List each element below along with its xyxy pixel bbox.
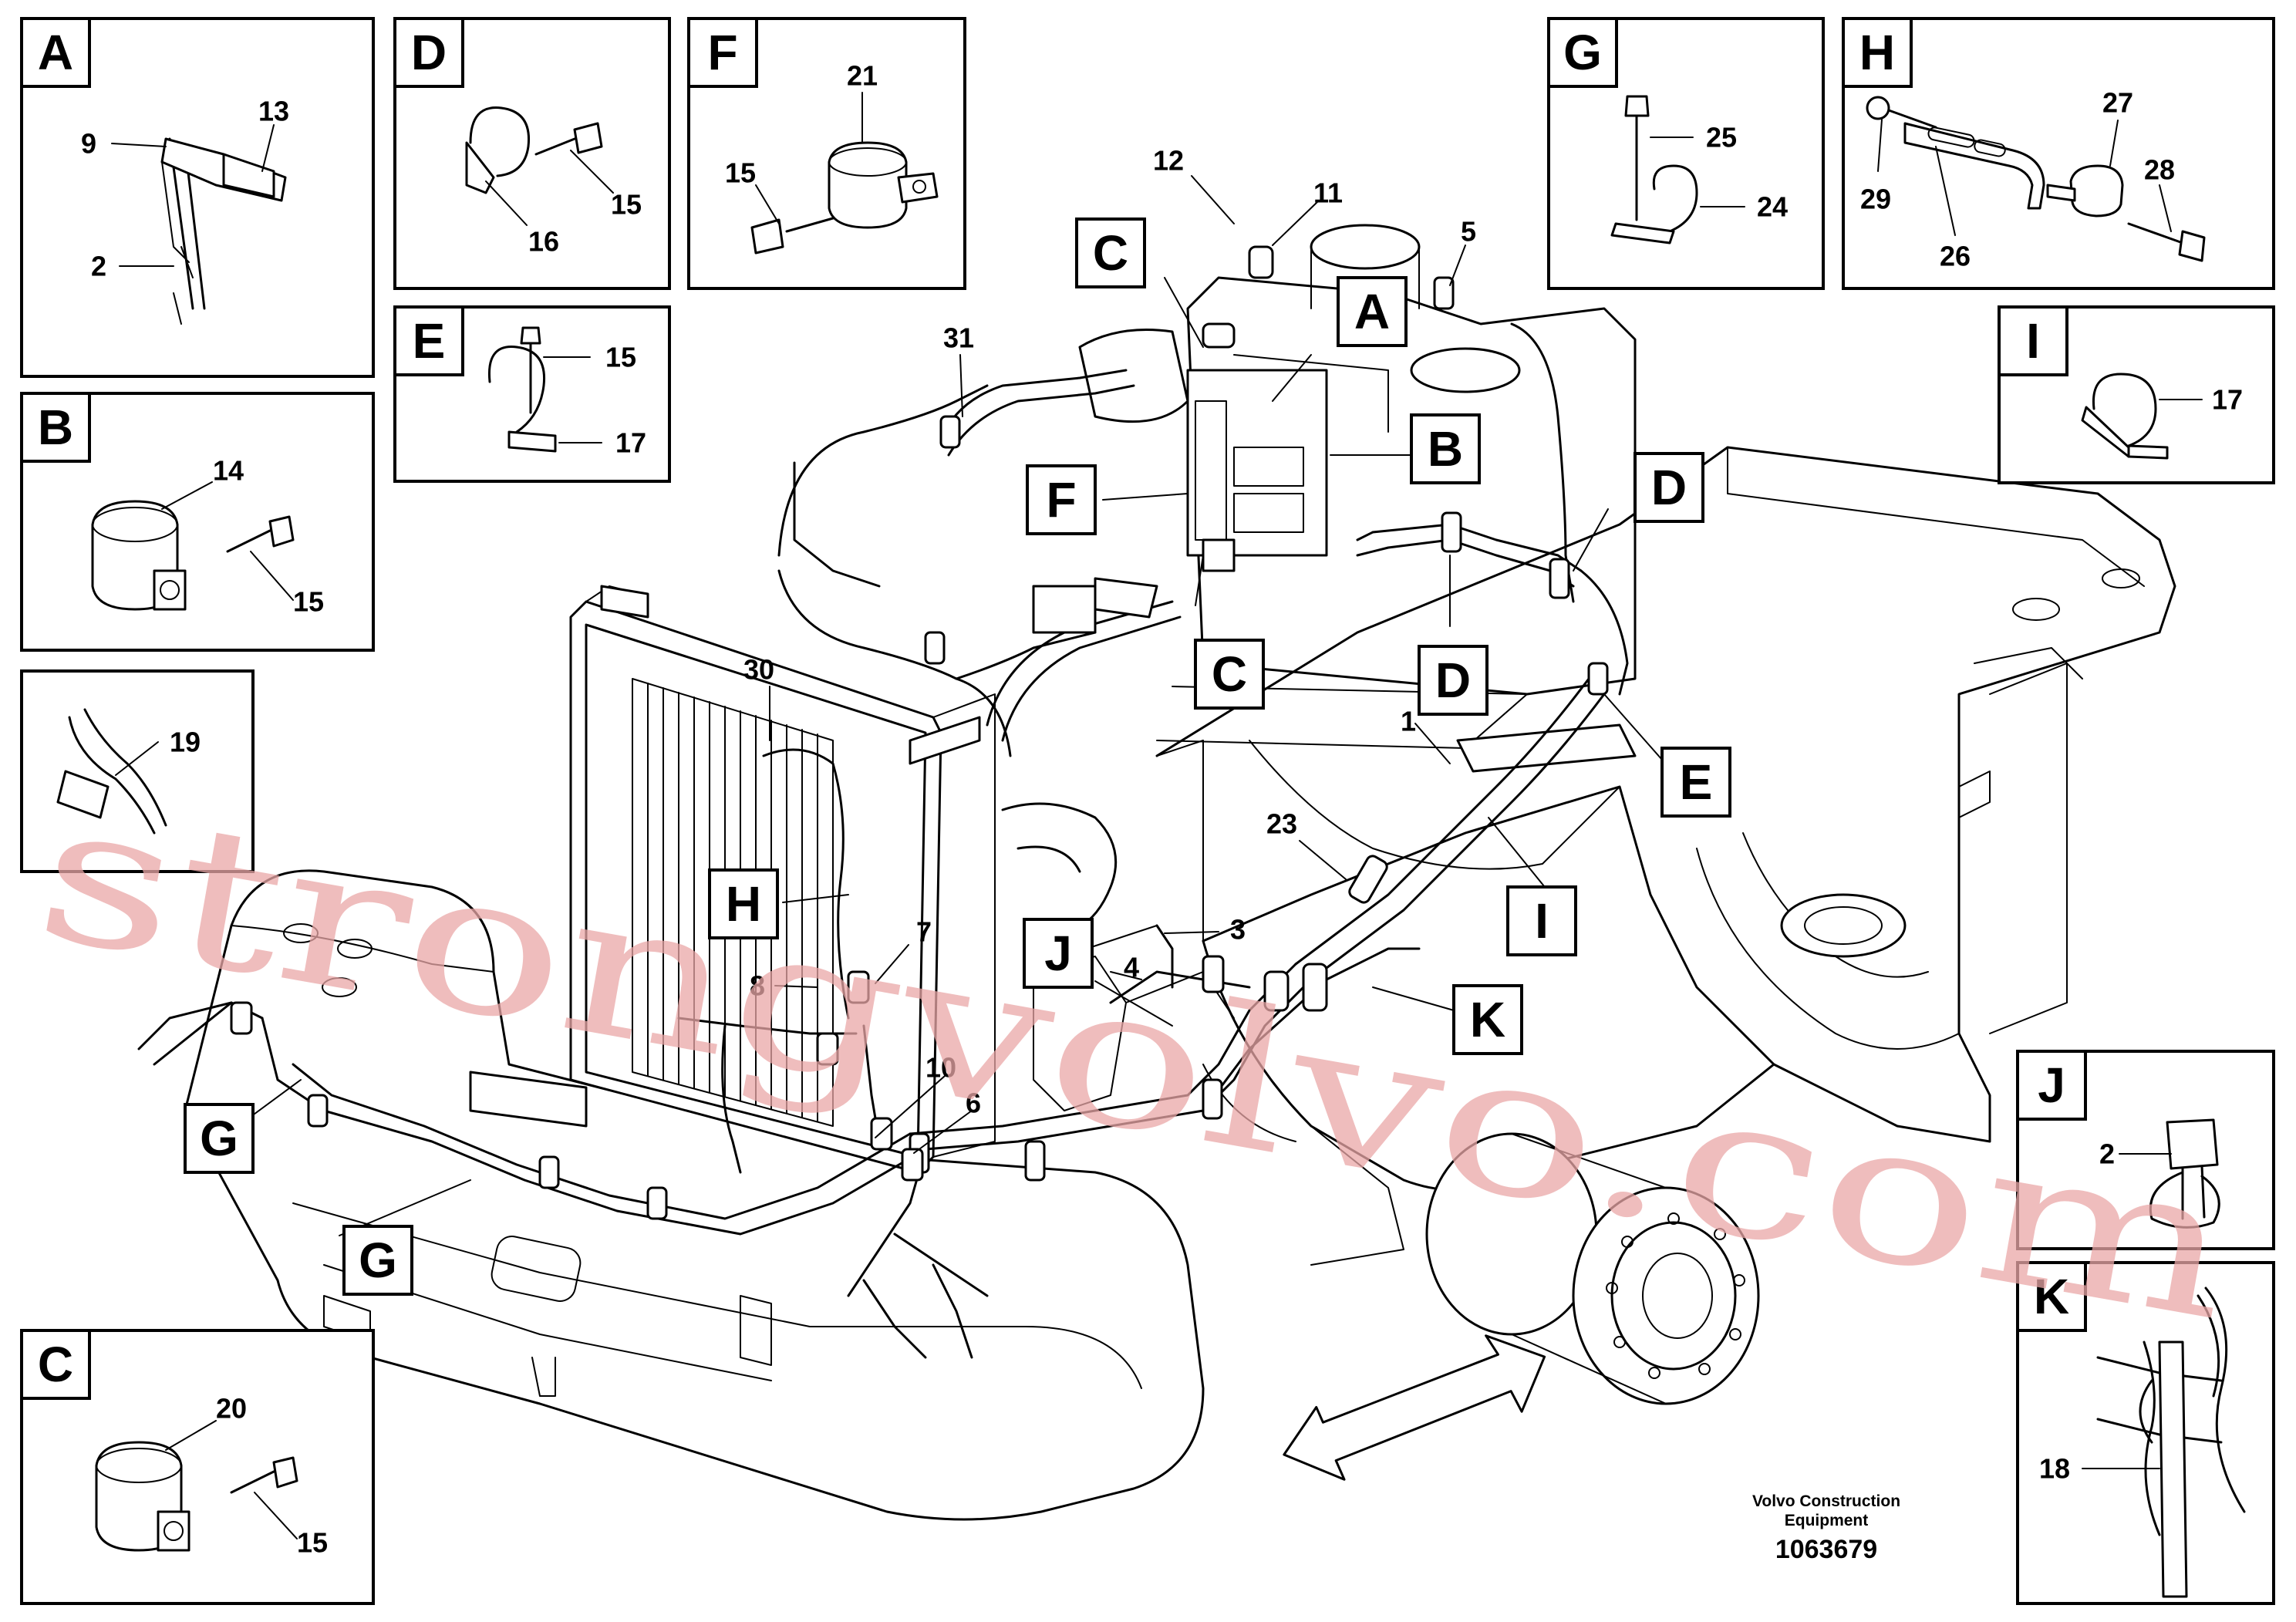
svg-text:A: A xyxy=(1354,284,1390,339)
callout-letter-d-lower: D xyxy=(1418,645,1489,716)
svg-text:H: H xyxy=(726,876,761,932)
part-number: 18 xyxy=(2039,1453,2070,1485)
panel-letter: H xyxy=(1859,25,1895,80)
part-number: 2 xyxy=(91,251,106,282)
callout-letter-g-left: G xyxy=(184,1103,255,1174)
panel-letter: I xyxy=(2026,313,2040,369)
company-name-line2: Equipment xyxy=(1785,1512,1869,1529)
part-number: 26 xyxy=(1940,241,1971,272)
part-number: 15 xyxy=(297,1527,328,1559)
detail-panel-g: G 25 24 xyxy=(1547,17,1825,290)
callout-number: 6 xyxy=(966,1088,981,1119)
part-number: 20 xyxy=(216,1393,247,1425)
number-leader-lines xyxy=(769,175,1466,1154)
callout-number: 31 xyxy=(943,322,974,354)
wiring-harness xyxy=(137,322,1629,1359)
part-number: 2 xyxy=(2099,1138,2115,1170)
panel-letter: K xyxy=(2034,1269,2069,1324)
callout-number: 7 xyxy=(916,916,932,948)
part-number: 19 xyxy=(170,727,201,758)
leader-lines xyxy=(227,277,1663,1236)
callout-letter-f: F xyxy=(1026,464,1097,535)
callout-number: 11 xyxy=(1313,177,1343,209)
callout-letter-g-bottom: G xyxy=(342,1225,413,1296)
callout-number: 12 xyxy=(1153,145,1184,177)
detail-panel-b: B 14 15 xyxy=(20,392,375,652)
panel-letter: D xyxy=(411,25,447,80)
svg-text:F: F xyxy=(1046,472,1076,528)
direction-arrow xyxy=(1283,1334,1546,1481)
panel-letter: F xyxy=(707,25,737,80)
svg-text:J: J xyxy=(1044,926,1072,981)
detail-panel-j: J 2 xyxy=(2016,1050,2275,1250)
callout-letter-b: B xyxy=(1410,413,1481,484)
part-number: 25 xyxy=(1706,122,1737,153)
callout-letter-h: H xyxy=(708,868,779,939)
part-number: 27 xyxy=(2102,87,2133,119)
part-number: 15 xyxy=(611,189,642,221)
panel-letter: E xyxy=(413,313,446,369)
panel-letter: A xyxy=(38,25,73,80)
part-number: 13 xyxy=(258,96,289,127)
detail-panel-i: I 17 xyxy=(1998,305,2275,484)
panel-letter: G xyxy=(1563,25,1602,80)
detail-panel-h: H 27 29 28 26 xyxy=(1842,17,2275,290)
svg-text:E: E xyxy=(1680,754,1713,810)
callout-numbers: 12 11 5 31 30 1 23 3 7 8 4 10 6 xyxy=(743,145,1476,1119)
detail-panel-19: 19 xyxy=(20,669,255,873)
callout-number: 3 xyxy=(1230,914,1246,946)
part-number: 15 xyxy=(293,586,324,618)
part-number: 29 xyxy=(1860,184,1891,215)
company-name-line1: Volvo Construction xyxy=(1752,1492,1900,1510)
part-number: 15 xyxy=(605,342,636,373)
svg-text:K: K xyxy=(1470,992,1505,1047)
svg-text:D: D xyxy=(1435,653,1471,708)
detail-panel-k: K 18 xyxy=(2016,1261,2275,1605)
part-number: 17 xyxy=(615,427,646,459)
part-number: 16 xyxy=(528,226,559,258)
svg-text:D: D xyxy=(1651,460,1687,515)
svg-text:G: G xyxy=(200,1111,238,1166)
callout-letter-a: A xyxy=(1337,276,1408,347)
callout-number: 30 xyxy=(743,654,774,686)
hub-bolts xyxy=(1606,1212,1745,1379)
part-number: 14 xyxy=(213,455,244,487)
detail-panel-c: C 20 15 xyxy=(20,1329,375,1605)
part-number: 28 xyxy=(2144,154,2175,186)
callout-letter-c-lower: C xyxy=(1194,639,1265,710)
part-number: 21 xyxy=(847,60,878,92)
svg-text:I: I xyxy=(1535,893,1549,949)
svg-text:C: C xyxy=(1093,225,1128,281)
panel-letter: C xyxy=(38,1337,73,1392)
svg-text:G: G xyxy=(359,1233,397,1288)
callout-letter-i: I xyxy=(1506,885,1577,956)
callout-number: 10 xyxy=(925,1052,956,1084)
part-number: 9 xyxy=(81,128,96,160)
callout-number: 5 xyxy=(1461,216,1476,248)
callout-letter-e: E xyxy=(1660,747,1731,818)
callout-letter-k: K xyxy=(1452,984,1523,1055)
callout-number: 23 xyxy=(1266,808,1297,840)
callout-number: 4 xyxy=(1124,952,1139,983)
detail-panel-d: D 16 15 xyxy=(393,17,671,290)
panel-letter: J xyxy=(2038,1057,2065,1113)
part-number: 15 xyxy=(725,157,756,189)
callout-letter-j: J xyxy=(1023,918,1094,989)
part-number: 17 xyxy=(2212,384,2243,416)
document-number: 1063679 xyxy=(1775,1535,1877,1564)
part-number: 24 xyxy=(1757,191,1788,223)
detail-panel-a: A 9 13 2 xyxy=(20,17,375,378)
harness-clamps xyxy=(230,245,1609,1220)
detail-panel-e: E 15 17 xyxy=(393,305,671,483)
callout-letter-d-right: D xyxy=(1633,452,1704,523)
detail-panel-f: F 21 15 xyxy=(687,17,966,290)
callout-number: 1 xyxy=(1401,706,1416,737)
svg-text:C: C xyxy=(1212,646,1247,702)
panel-letter: B xyxy=(38,400,73,455)
callout-number: 8 xyxy=(750,970,765,1002)
svg-text:B: B xyxy=(1428,421,1463,477)
callout-letter-c-upper: C xyxy=(1075,218,1146,288)
